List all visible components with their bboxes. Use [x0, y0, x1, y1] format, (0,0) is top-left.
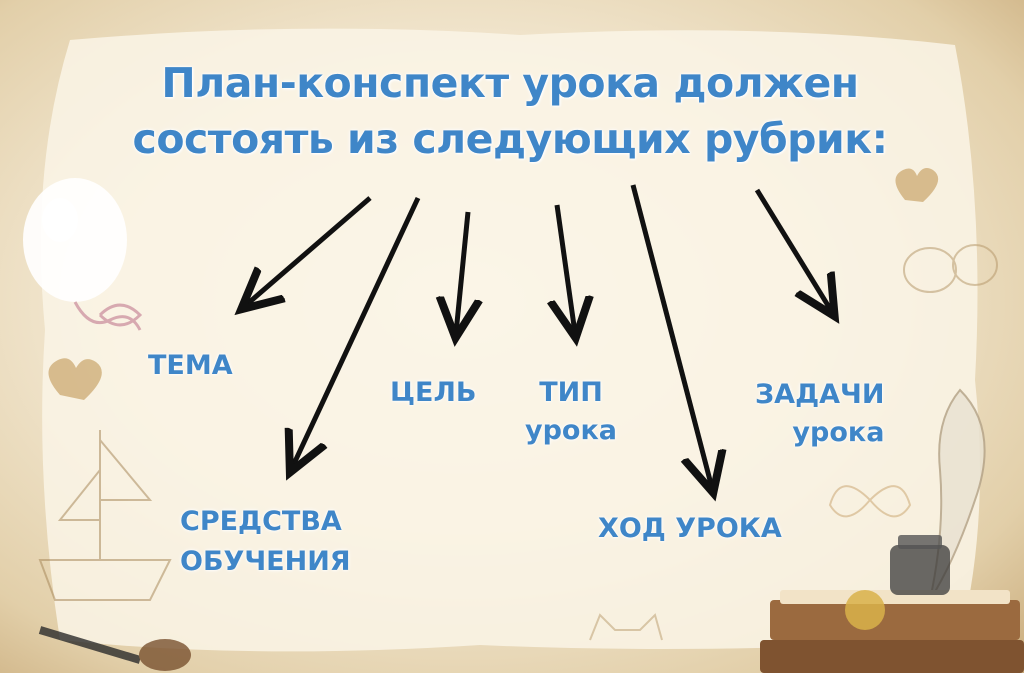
arrow-to-tema: [245, 196, 372, 306]
label-zadachi: ЗАДАЧИ урока: [755, 378, 884, 450]
label-sredstva-line-2: ОБУЧЕНИЯ: [180, 546, 351, 577]
butterfly-decoration: [828, 485, 912, 518]
heart-decoration-left: [48, 358, 102, 400]
label-hod: ХОД УРОКА: [598, 512, 782, 546]
parchment-sheet: [40, 28, 980, 652]
heart-decoration-right: [895, 168, 939, 202]
arrow-to-sredstva: [292, 196, 421, 468]
label-zadachi-line-1: ЗАДАЧИ: [755, 379, 885, 410]
cat-decoration: [589, 613, 663, 641]
title-line-1: План-конспект урока должен: [161, 59, 859, 107]
label-tip-line-1: ТИП: [539, 377, 603, 408]
arrow-to-cel: [456, 211, 468, 333]
label-sredstva: СРЕДСТВА ОБУЧЕНИЯ: [180, 505, 351, 579]
slide-title: План-конспект урока должен состоять из с…: [100, 55, 920, 167]
inkwell-decoration: [890, 535, 950, 595]
arrow-to-zadachi: [754, 188, 832, 312]
balloon-decoration: [23, 178, 143, 331]
bell-decoration: [845, 590, 885, 630]
label-tema-line-1: ТЕМА: [148, 350, 233, 381]
label-zadachi-line-2: урока: [792, 417, 885, 448]
scissors-decoration: [38, 626, 191, 671]
label-tip: ТИП урока: [525, 376, 617, 448]
arrow-to-hod: [630, 184, 712, 488]
label-cel-line-1: ЦЕЛЬ: [390, 377, 477, 408]
label-sredstva-line-1: СРЕДСТВА: [180, 506, 342, 537]
label-tema: ТЕМА: [148, 349, 233, 383]
books-decoration: [760, 590, 1024, 673]
title-line-2: состоять из следующих рубрик:: [132, 115, 888, 163]
arrow-to-tip: [557, 204, 575, 333]
label-cel: ЦЕЛЬ: [390, 376, 477, 410]
owls-decoration: [903, 244, 998, 293]
label-tip-line-2: урока: [525, 415, 618, 446]
label-hod-line-1: ХОД УРОКА: [598, 513, 782, 544]
ship-decoration: [38, 430, 172, 601]
